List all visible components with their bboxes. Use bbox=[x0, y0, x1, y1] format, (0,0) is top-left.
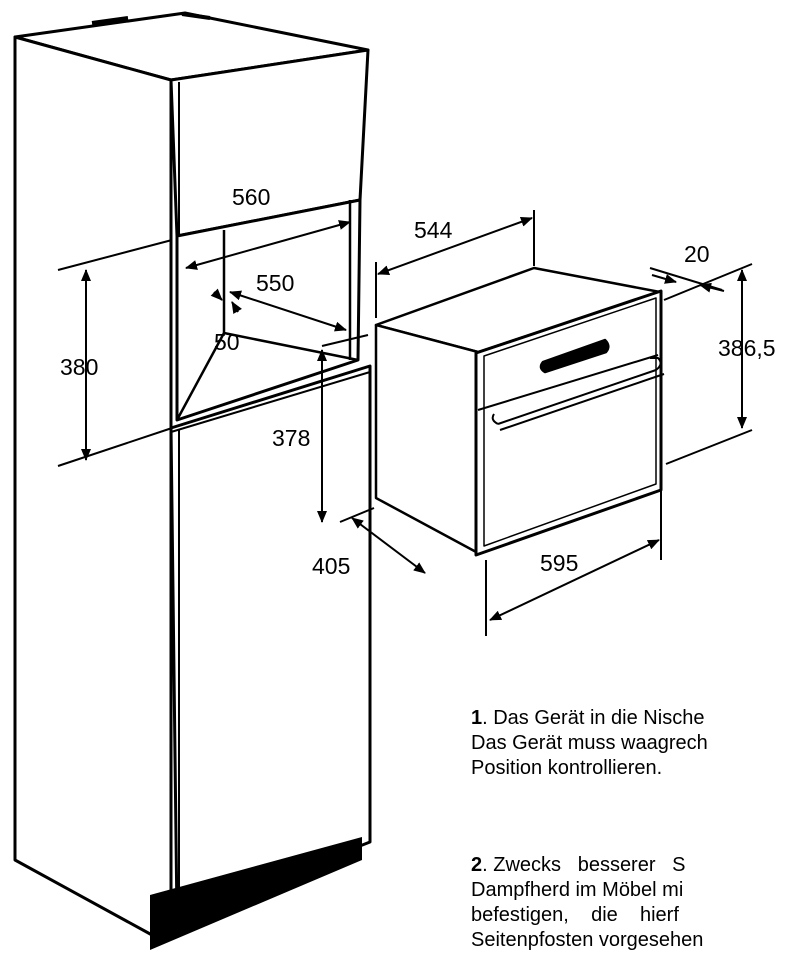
label-378: 378 bbox=[272, 425, 310, 451]
step-1-text-1: . Das Gerät in die Nische bbox=[482, 707, 705, 729]
dim-560-arrow bbox=[185, 220, 351, 270]
appliance-front-inner bbox=[483, 297, 657, 547]
appliance-control-band-bottom bbox=[477, 354, 659, 411]
instruction-step-2: 2. Zwecks besserer S Dampfherd im Möbel … bbox=[471, 853, 790, 953]
appliance bbox=[374, 266, 665, 557]
label-380: 380 bbox=[60, 354, 98, 380]
step-1-line-3: Position kontrollieren. bbox=[471, 757, 663, 779]
dim-405-ext bbox=[339, 507, 375, 523]
niche-floor-edge bbox=[175, 332, 226, 421]
dim-20-arrow-left bbox=[651, 274, 677, 284]
step-2-number: 2 bbox=[471, 854, 483, 876]
niche-dimensions bbox=[57, 220, 426, 574]
door-handle-lower bbox=[499, 373, 665, 431]
dim-386-ext-bottom bbox=[665, 429, 753, 465]
cabinet-door-top-edge bbox=[170, 371, 371, 433]
tall-cabinet bbox=[13, 11, 372, 937]
cabinet-plinth bbox=[150, 837, 362, 950]
label-550: 550 bbox=[256, 270, 294, 296]
door-handle bbox=[491, 357, 662, 425]
dim-50-tick-right bbox=[231, 301, 242, 315]
dim-595-arrow bbox=[489, 539, 660, 621]
dim-544-arrow bbox=[377, 217, 533, 275]
appliance-side-face bbox=[374, 323, 480, 555]
dim-386-ext-top bbox=[663, 263, 753, 301]
label-544: 544 bbox=[414, 217, 453, 243]
label-405: 405 bbox=[312, 553, 350, 579]
step-2-line-4: Seitenpfosten vorgesehen bbox=[471, 929, 704, 951]
label-560: 560 bbox=[232, 184, 270, 210]
appliance-dimensions bbox=[375, 210, 753, 636]
dim-378-ext bbox=[321, 334, 369, 347]
step-2-line-2: Dampfherd im Möbel mi bbox=[471, 879, 684, 901]
step-1-number: 1 bbox=[471, 707, 483, 729]
label-595: 595 bbox=[540, 550, 578, 576]
dim-50-tick-left bbox=[210, 288, 223, 301]
cabinet-top-edge-mark bbox=[91, 16, 129, 25]
dim-20-arrow-right bbox=[699, 282, 725, 293]
dim-380-ext-bottom bbox=[57, 427, 173, 467]
dim-550-arrow bbox=[229, 290, 347, 332]
instruction-step-1: 1. Das Gerät in die Nische Das Gerät mus… bbox=[471, 706, 790, 781]
step-2-text-1: . Zwecks besserer S bbox=[482, 854, 686, 876]
step-2-line-1: 2. Zwecks besserer S bbox=[471, 853, 790, 878]
cabinet-top-edge-mark-2 bbox=[181, 12, 211, 20]
step-1-line-1: 1. Das Gerät in die Nische bbox=[471, 706, 790, 731]
label-386-5: 386,5 bbox=[718, 335, 776, 361]
label-50: 50 bbox=[214, 329, 240, 355]
dim-405-arrow bbox=[351, 517, 426, 574]
cabinet-lower-door bbox=[169, 364, 372, 920]
step-2-line-3: befestigen, die hierf bbox=[471, 904, 679, 926]
dim-20-ext bbox=[649, 267, 723, 291]
dim-380-ext-top bbox=[57, 239, 173, 271]
display-window bbox=[539, 338, 610, 374]
label-20: 20 bbox=[684, 241, 710, 267]
cabinet-side-panel bbox=[13, 35, 173, 937]
step-1-line-2: Das Gerät muss waagrech bbox=[471, 732, 708, 754]
